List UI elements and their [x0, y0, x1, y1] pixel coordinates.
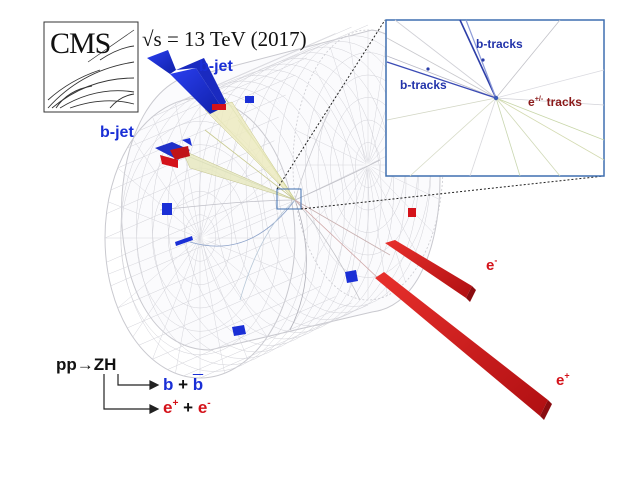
bjet-energy-left — [155, 138, 192, 168]
far-endcap-center — [362, 159, 374, 171]
inset-etracks-label: e+/- tracks — [528, 93, 582, 109]
electron-tower — [385, 240, 476, 302]
positron-label: e+ — [556, 370, 570, 389]
inset-btracks-top-label: b-tracks — [476, 37, 523, 51]
energy-deposits-misc — [162, 203, 416, 336]
interaction-zoom-box — [276, 188, 302, 210]
bjet-cone-left — [181, 149, 296, 201]
energy-label: √s = 13 TeV (2017) — [142, 27, 307, 51]
process-decay-bbbar: b + b — [163, 375, 204, 394]
bjet-upper-label: b-jet — [199, 58, 233, 75]
cms-logo-text: CMS — [50, 27, 111, 60]
zoom-line-right — [300, 175, 605, 210]
bjet-left-label: b-jet — [100, 124, 134, 141]
process-initial-state: pp→ZH — [56, 355, 117, 374]
electron-label: e- — [486, 255, 498, 274]
detector-cylinder — [104, 24, 444, 379]
inset-btracks-left-label: b-tracks — [400, 78, 447, 92]
process-decay-ee: e+ + e- — [163, 397, 211, 417]
bjet-energy-upper — [147, 50, 254, 114]
positron-tower — [375, 272, 552, 420]
inset-panel — [385, 19, 605, 177]
zoom-line-left — [276, 19, 386, 190]
cms-logo — [43, 21, 139, 113]
near-endcap-center — [199, 232, 211, 244]
